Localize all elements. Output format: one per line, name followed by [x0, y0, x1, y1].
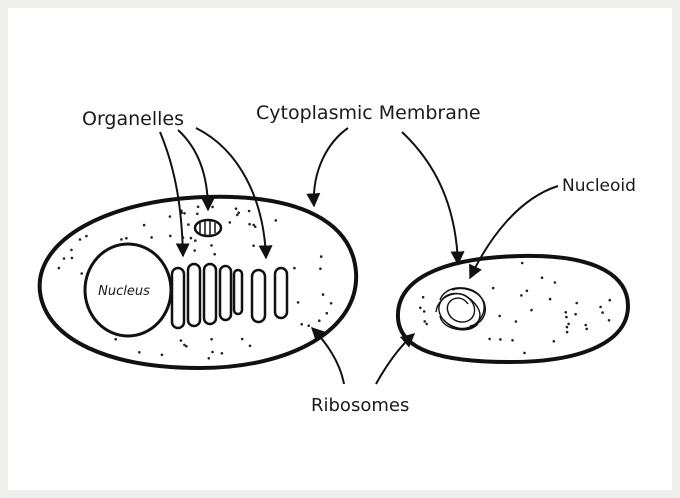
- ribosome-dot: [143, 224, 146, 227]
- ribosome-dot: [511, 339, 514, 342]
- ribosome-dot: [297, 301, 300, 304]
- ribosome-dot: [567, 323, 570, 326]
- ribosome-dot: [193, 249, 196, 252]
- ribosome-dot: [566, 326, 569, 329]
- ribosome-dot: [554, 281, 557, 284]
- ribosome-dot: [565, 311, 568, 314]
- ribosome-dot: [85, 235, 88, 238]
- ribosome-dot: [161, 354, 164, 357]
- ribosome-dot: [488, 338, 491, 341]
- ribosome-dot: [210, 244, 213, 247]
- ribosome-dot: [211, 351, 214, 354]
- ribosome-dot: [138, 351, 141, 354]
- membrane-arrow-2: [402, 132, 458, 264]
- ribosome-dot: [322, 293, 325, 296]
- ribosome-dot: [492, 287, 495, 290]
- small-organelle: [195, 220, 221, 236]
- nucleus-label: Nucleus: [98, 284, 150, 299]
- ribosome-dot: [169, 235, 172, 238]
- ribosome-dot: [293, 267, 296, 270]
- ribosome-dot: [526, 290, 529, 293]
- ribosome-dot: [575, 302, 578, 305]
- ribosome-dot: [213, 253, 216, 256]
- nucleoid-label: Nucleoid: [562, 176, 636, 196]
- ribosome-dot: [58, 267, 61, 270]
- ribosome-dot: [211, 206, 214, 209]
- ribosome-dot: [553, 340, 556, 343]
- ribosome-dot: [498, 315, 501, 318]
- ribosome-dot: [549, 298, 552, 301]
- ribosome-dot: [194, 239, 197, 242]
- ribosome-dot: [419, 307, 422, 310]
- ribosome-dot: [566, 331, 569, 334]
- ribosome-dot: [574, 313, 577, 316]
- ribosome-dot: [70, 249, 73, 252]
- ribosome-dot: [197, 206, 200, 209]
- ribosome-dot: [196, 213, 199, 216]
- ribosome-dot: [248, 223, 251, 226]
- ribosome-dot: [79, 238, 82, 241]
- ribosome-dot: [565, 316, 568, 319]
- ribosome-dot: [425, 323, 428, 326]
- ribosome-dot: [601, 311, 604, 314]
- ribosome-dot: [422, 296, 425, 299]
- ribosome-dot: [599, 306, 602, 309]
- ribosome-dot: [114, 338, 117, 341]
- ribosome-dot: [307, 324, 310, 327]
- ribosome-dot: [521, 262, 524, 265]
- ribosome-dot: [499, 338, 502, 341]
- ribosome-dot: [190, 237, 193, 240]
- organelles-label: Organelles: [82, 108, 184, 130]
- ribosome-dot: [150, 236, 153, 239]
- prokaryotic-membrane: [398, 256, 628, 362]
- ribosome-dot: [320, 255, 323, 258]
- ribosome-dot: [523, 352, 526, 355]
- ribosome-dot: [541, 276, 544, 279]
- ribosome-dot: [183, 344, 186, 347]
- ribosome-dot: [125, 237, 128, 240]
- ribosome-dot: [236, 214, 239, 217]
- ribosome-dot: [235, 207, 238, 210]
- ribosome-dot: [80, 272, 83, 275]
- membrane-label: Cytoplasmic Membrane: [256, 102, 481, 124]
- ribosome-dot: [180, 339, 183, 342]
- ribosome-dot: [229, 221, 232, 224]
- ribosome-dot: [248, 210, 251, 213]
- ribosome-dot: [252, 244, 255, 247]
- ribosome-dot: [208, 357, 211, 360]
- ribosome-dot: [330, 302, 333, 305]
- ribosome-dot: [275, 219, 278, 222]
- ribosome-dot: [169, 215, 172, 218]
- ribosome-dot: [530, 309, 533, 312]
- ribosome-dot: [221, 352, 224, 355]
- ribosome-dot: [319, 267, 322, 270]
- ribosome-dot: [318, 319, 321, 322]
- membrane-arrow-1: [314, 128, 348, 206]
- ribosome-dot: [183, 212, 186, 215]
- ribosome-dot: [423, 320, 426, 323]
- ribosome-dot: [187, 223, 190, 226]
- ribosome-dot: [249, 345, 252, 348]
- ribosome-dot: [254, 225, 257, 228]
- eukaryotic-cell: Nucleus: [40, 197, 357, 368]
- ribosome-dot: [71, 257, 74, 260]
- ribosomes-label: Ribosomes: [311, 395, 409, 416]
- ribosome-dot: [423, 310, 426, 313]
- ribosome-dot: [585, 328, 588, 331]
- ribosome-dot: [237, 211, 240, 214]
- ribosome-dot: [515, 320, 518, 323]
- ribosome-dot: [210, 338, 213, 341]
- ribosome-dot: [584, 324, 587, 327]
- ribosome-dot: [609, 299, 612, 302]
- ribosome-dot: [63, 257, 66, 260]
- ribosome-dot: [608, 319, 611, 322]
- ribosome-dot: [120, 238, 123, 241]
- ribosome-dot: [520, 294, 523, 297]
- ribosome-dot: [300, 323, 303, 326]
- ribosome-dot: [326, 312, 329, 315]
- ribosome-dot: [241, 338, 244, 341]
- prokaryotic-cell: [398, 256, 628, 362]
